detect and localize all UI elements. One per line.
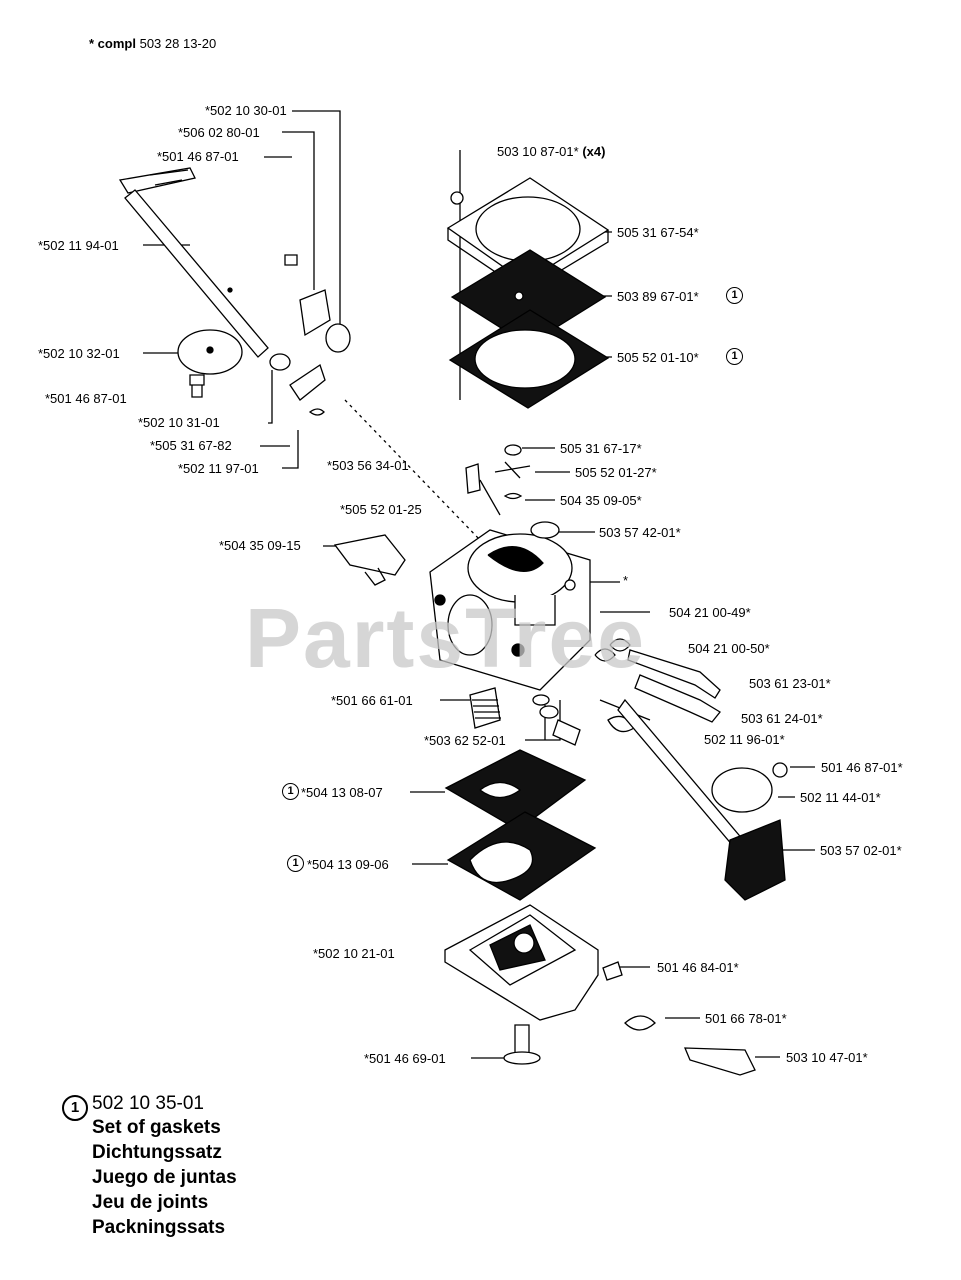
legend-line: Dichtungssatz <box>92 1142 222 1163</box>
quantity-label: (x4) <box>582 144 606 159</box>
leader-dashed <box>344 399 481 541</box>
part-label[interactable]: *502 11 94-01 <box>38 238 119 253</box>
part-label[interactable]: 502 11 96-01* <box>704 732 785 747</box>
leader-506-02-80-01 <box>282 131 315 290</box>
part-label[interactable]: 503 57 42-01* <box>599 525 681 540</box>
part-label[interactable]: *501 46 69-01 <box>364 1051 446 1066</box>
part-label[interactable]: *505 31 67-82 <box>150 438 232 453</box>
gasket-set-marker: 1 <box>726 348 743 365</box>
header-prefix: * compl <box>89 36 136 51</box>
part-label[interactable]: *501 66 61-01 <box>331 693 413 708</box>
leader-502-11-97-01 <box>282 430 299 469</box>
legend-line: Set of gaskets <box>92 1117 221 1138</box>
part-label[interactable]: *504 13 09-06 <box>307 857 389 872</box>
fitting-drawing <box>333 534 406 576</box>
part-label[interactable]: 501 66 78-01* <box>705 1011 787 1026</box>
part-label[interactable]: *503 56 34-01 <box>327 458 409 473</box>
part-label[interactable]: *504 13 08-07 <box>301 785 383 800</box>
legend-part-number[interactable]: 502 10 35-01 <box>92 1093 204 1114</box>
part-label[interactable]: 503 61 24-01* <box>741 711 823 726</box>
legend-line: Packningssats <box>92 1217 226 1238</box>
part-label[interactable]: 503 10 47-01* <box>786 1050 868 1065</box>
part-label[interactable]: 502 11 44-01* <box>800 790 881 805</box>
header-part-number: 503 28 13-20 <box>139 36 217 51</box>
part-label[interactable]: *504 35 09-15 <box>219 538 301 553</box>
part-label[interactable]: *506 02 80-01 <box>178 125 260 140</box>
part-label[interactable]: 504 35 09-05* <box>560 493 642 508</box>
bottom-cover-drawing <box>444 904 599 1021</box>
part-label[interactable]: 505 31 67-54* <box>617 225 699 240</box>
part-label[interactable]: 503 61 23-01* <box>749 676 831 691</box>
part-label[interactable]: * <box>623 573 629 588</box>
legend-symbol: 1 <box>62 1095 88 1121</box>
part-label[interactable]: *502 10 31-01 <box>138 415 220 430</box>
pump-gasket-drawing <box>448 309 610 409</box>
part-label[interactable]: 505 52 01-27* <box>575 465 657 480</box>
gasket-set-marker: 1 <box>287 855 304 872</box>
part-label[interactable]: 505 31 67-17* <box>560 441 642 456</box>
throttle-shaft-drawing <box>118 167 269 358</box>
part-label[interactable]: 505 52 01-10* <box>617 350 699 365</box>
part-label[interactable]: *502 10 32-01 <box>38 346 120 361</box>
part-label[interactable]: *501 46 87-01 <box>45 391 127 406</box>
choke-disc <box>711 767 773 813</box>
part-label[interactable]: *503 62 52-01 <box>424 733 506 748</box>
part-label[interactable]: 504 21 00-49* <box>669 605 751 620</box>
part-label[interactable]: 503 10 87-01* (x4) <box>497 144 605 159</box>
pump-cover-drawing <box>446 177 610 293</box>
leader-502-10-30-01 <box>292 110 341 330</box>
part-label[interactable]: 503 89 67-01* <box>617 289 699 304</box>
part-label[interactable]: *502 10 30-01 <box>205 103 287 118</box>
part-label[interactable]: *501 46 87-01 <box>157 149 239 164</box>
part-label[interactable]: 501 46 87-01* <box>821 760 903 775</box>
part-label[interactable]: 504 21 00-50* <box>688 641 770 656</box>
part-label[interactable]: 503 57 02-01* <box>820 843 902 858</box>
watermark: PartsTree <box>245 591 646 685</box>
carburetor-body-drawing <box>429 529 591 691</box>
legend-line: Jeu de joints <box>92 1192 209 1213</box>
part-label-number: 503 10 87-01* <box>497 144 579 159</box>
leader-502-10-31-01 <box>268 370 273 424</box>
part-label[interactable]: 501 46 84-01* <box>657 960 739 975</box>
gasket-set-marker: 1 <box>282 783 299 800</box>
part-label[interactable]: *505 52 01-25 <box>340 502 422 517</box>
part-label[interactable]: *502 11 97-01 <box>178 461 259 476</box>
part-label[interactable]: *502 10 21-01 <box>313 946 395 961</box>
gasket-set-marker: 1 <box>726 287 743 304</box>
complete-assembly-header: * compl 503 28 13-20 <box>89 36 216 51</box>
legend-line: Juego de juntas <box>92 1167 237 1188</box>
